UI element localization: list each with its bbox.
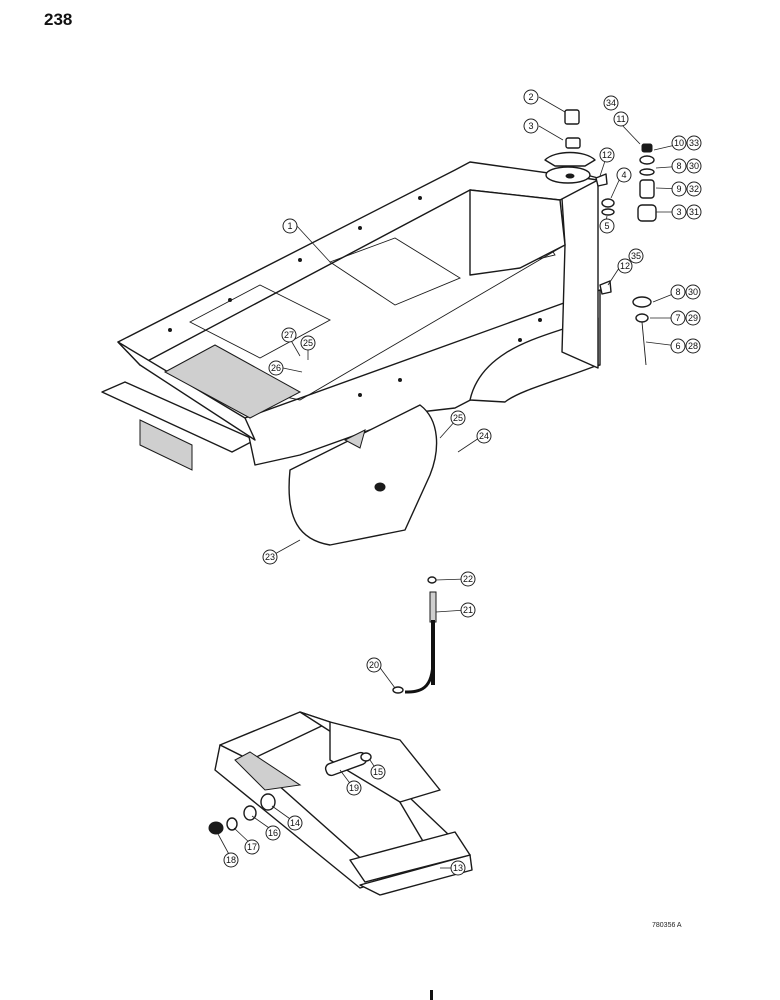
callout: 27 — [281, 327, 297, 343]
svg-text:30: 30 — [689, 161, 699, 171]
callout: 4 — [616, 167, 632, 183]
svg-text:14: 14 — [290, 818, 300, 828]
callout: 8 — [671, 158, 687, 174]
callout: 1 — [282, 218, 298, 234]
svg-text:30: 30 — [688, 287, 698, 297]
svg-text:25: 25 — [303, 338, 313, 348]
callout: 33 — [686, 135, 702, 151]
callout: 8 — [670, 284, 686, 300]
callout: 12 — [617, 258, 633, 274]
callout: 32 — [686, 181, 702, 197]
svg-text:8: 8 — [676, 161, 681, 171]
callout: 15 — [370, 764, 386, 780]
front-mounting-bracket — [208, 711, 473, 896]
callout: 29 — [685, 310, 701, 326]
page-number: 238 — [44, 10, 73, 29]
callout: 9 — [671, 181, 687, 197]
callout: 31 — [686, 204, 702, 220]
svg-text:18: 18 — [226, 855, 236, 865]
callout: 20 — [366, 657, 382, 673]
figure-code: 780356 A — [652, 922, 682, 929]
svg-text:21: 21 — [463, 605, 473, 615]
callout: 3 — [523, 118, 539, 134]
callout: 10 — [671, 135, 687, 151]
svg-text:9: 9 — [676, 184, 681, 194]
svg-text:8: 8 — [675, 287, 680, 297]
callout: 14 — [287, 815, 303, 831]
callout: 30 — [685, 284, 701, 300]
svg-text:24: 24 — [479, 431, 489, 441]
callout: 17 — [244, 839, 260, 855]
svg-text:31: 31 — [689, 207, 699, 217]
callout: 12 — [599, 147, 615, 163]
svg-text:6: 6 — [675, 341, 680, 351]
callout: 30 — [686, 158, 702, 174]
svg-text:15: 15 — [373, 767, 383, 777]
svg-text:3: 3 — [676, 207, 681, 217]
svg-text:12: 12 — [620, 261, 630, 271]
callout: 13 — [450, 860, 466, 876]
svg-text:17: 17 — [247, 842, 257, 852]
svg-text:34: 34 — [606, 98, 616, 108]
svg-text:19: 19 — [349, 783, 359, 793]
side-shield-plate — [288, 404, 438, 546]
svg-text:35: 35 — [631, 251, 641, 261]
svg-text:4: 4 — [621, 170, 626, 180]
svg-text:20: 20 — [369, 660, 379, 670]
callout: 19 — [346, 780, 362, 796]
svg-text:28: 28 — [688, 341, 698, 351]
callout: 11 — [613, 111, 629, 127]
callout: 24 — [476, 428, 492, 444]
callouts: 1 2 3 4 5 34 11 12 10 33 8 30 9 32 3 31 … — [217, 89, 702, 876]
svg-text:1: 1 — [287, 221, 292, 231]
svg-text:33: 33 — [689, 138, 699, 148]
callout: 25 — [300, 335, 316, 351]
svg-text:27: 27 — [284, 330, 294, 340]
callout: 25 — [450, 410, 466, 426]
callout: 34 — [603, 95, 619, 111]
svg-text:3: 3 — [528, 121, 533, 131]
callout: 5 — [599, 218, 615, 234]
svg-text:25: 25 — [453, 413, 463, 423]
svg-text:10: 10 — [674, 138, 684, 148]
page-edge-mark — [430, 990, 433, 1000]
callout: 3 — [671, 204, 687, 220]
callout: 26 — [268, 360, 284, 376]
callout: 18 — [223, 852, 239, 868]
hydraulic-line — [392, 576, 437, 694]
callout: 23 — [262, 549, 278, 565]
svg-text:5: 5 — [604, 221, 609, 231]
svg-text:29: 29 — [688, 313, 698, 323]
svg-text:2: 2 — [528, 92, 533, 102]
svg-text:7: 7 — [675, 313, 680, 323]
svg-text:32: 32 — [689, 184, 699, 194]
callout: 28 — [685, 338, 701, 354]
hardware-stack — [544, 109, 657, 366]
callout: 16 — [265, 825, 281, 841]
svg-text:11: 11 — [616, 114, 625, 124]
svg-text:26: 26 — [271, 363, 281, 373]
svg-text:23: 23 — [265, 552, 275, 562]
svg-text:13: 13 — [453, 863, 463, 873]
callout: 22 — [460, 571, 476, 587]
main-frame — [101, 161, 601, 471]
callout: 7 — [670, 310, 686, 326]
svg-text:12: 12 — [602, 150, 612, 160]
callout: 21 — [460, 602, 476, 618]
callout: 35 — [628, 248, 644, 264]
callout: 2 — [523, 89, 539, 105]
svg-text:16: 16 — [268, 828, 278, 838]
callout: 6 — [670, 338, 686, 354]
svg-text:22: 22 — [463, 574, 473, 584]
